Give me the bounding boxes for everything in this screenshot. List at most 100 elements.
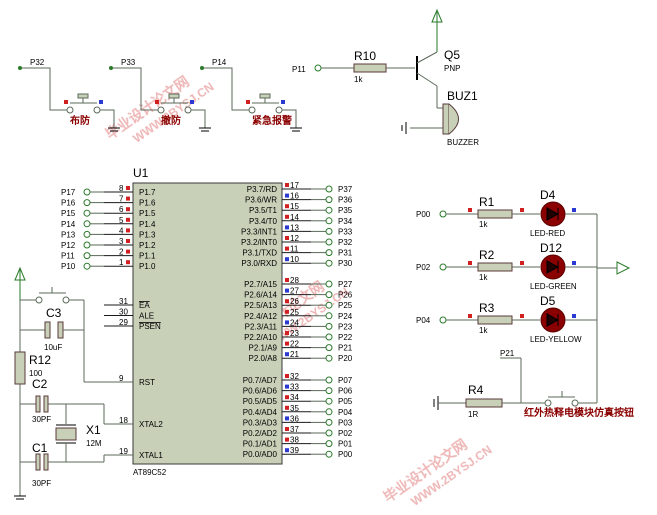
pin-state-marker	[126, 239, 130, 243]
net-wire	[100, 109, 115, 128]
sensor-labels: P21 R4 1R 红外热释电模块仿真按钮	[468, 349, 634, 419]
switch-cap	[77, 93, 89, 99]
chip-body	[132, 182, 283, 465]
pin-state-marker	[126, 217, 130, 222]
net-wire	[282, 109, 297, 128]
pin-state-marker	[468, 314, 472, 318]
resistor-r12	[14, 351, 26, 385]
net-label: P10	[61, 262, 76, 271]
resistor-value: 1k	[479, 273, 488, 282]
power-arrow-icon	[14, 266, 26, 281]
pin-name: P1.1	[139, 252, 156, 261]
pin-name: P1.6	[139, 199, 156, 208]
led-type: LED-GREEN	[530, 282, 577, 291]
net-label: P00	[338, 450, 353, 459]
pin-number: 38	[290, 436, 299, 445]
q5-type: PNP	[444, 64, 460, 73]
pin-state-marker	[520, 208, 524, 212]
pin-name: XTAL2	[139, 420, 163, 429]
net-label: P02	[338, 429, 353, 438]
pin-state-marker	[572, 314, 576, 318]
switch-cap	[168, 93, 180, 99]
junction-icon	[18, 66, 22, 70]
led-circuits: P00R11kD4LED-REDP02R21kD12LED-GREENP04R3…	[416, 188, 597, 344]
pin-state-marker	[285, 341, 289, 346]
pin-number: 12	[290, 234, 299, 243]
pin-name: P0.4/AD4	[243, 408, 278, 417]
pin-state-marker	[285, 278, 289, 282]
pin-state-marker	[468, 208, 472, 212]
pin-state-marker	[285, 193, 289, 198]
net-label: P33	[121, 58, 136, 67]
pin-state-marker	[126, 186, 130, 190]
net-wire	[202, 67, 250, 111]
led-type: LED-RED	[530, 229, 565, 238]
pin-state-marker	[285, 288, 289, 293]
net-label: P15	[61, 209, 76, 218]
terminal-icon	[325, 397, 333, 405]
pin-state-marker	[520, 314, 524, 318]
pin-state-marker	[285, 257, 289, 262]
pin-name: P3.3/INT1	[241, 227, 278, 236]
pin-state-marker	[285, 331, 289, 335]
terminal-icon	[83, 199, 91, 207]
net-label: P12	[61, 241, 76, 250]
switch-contact-icon	[66, 106, 74, 114]
led-type: LED-YELLOW	[530, 335, 582, 344]
switch-contact-icon	[157, 106, 165, 114]
pin-number: 15	[290, 202, 299, 211]
switch-contact-icon	[35, 296, 43, 304]
terminal-icon	[325, 249, 333, 257]
terminal-icon	[325, 185, 333, 193]
resistor-icon	[477, 262, 513, 272]
pin-name: P2.5/A13	[244, 301, 277, 310]
buz-type: BUZZER	[447, 138, 479, 147]
pin-state-marker	[285, 427, 289, 431]
pin-name: P3.2/INT0	[241, 238, 278, 247]
pin-number: 21	[290, 350, 299, 359]
pin-name: P0.6/AD6	[243, 387, 278, 396]
pin-number: 16	[290, 192, 299, 201]
switch-contact-icon	[184, 106, 192, 114]
led-ref: D5	[540, 294, 556, 308]
pin-state-marker	[285, 225, 289, 230]
watermark-3: 毕业设计论文网 WWW.2BYSJ.CN	[381, 436, 495, 509]
pin-number: 25	[290, 308, 299, 317]
net-label: P26	[338, 291, 353, 300]
led-ref: D4	[540, 188, 556, 202]
pin-name: P3.1/TXD	[242, 249, 277, 258]
pin-state-marker	[246, 100, 250, 104]
button-label: 紧急报警	[252, 114, 292, 127]
net-label: P03	[338, 418, 353, 427]
terminal-icon	[325, 217, 333, 225]
pin-name: P1.5	[139, 209, 156, 218]
buzzer-icon	[442, 103, 450, 135]
terminal-icon	[439, 316, 447, 324]
crystal-x1	[55, 427, 77, 441]
pin-state-marker	[285, 299, 289, 304]
pin-name: P2.4/A12	[244, 312, 277, 321]
pin-state-marker	[285, 448, 289, 453]
terminal-icon	[325, 322, 333, 330]
pin-number: 13	[290, 223, 299, 232]
net-label: P23	[338, 322, 353, 331]
pin-name: P0.1/AD1	[243, 440, 278, 449]
terminal-icon	[325, 291, 333, 299]
terminal-icon	[325, 259, 333, 267]
terminal-icon	[325, 312, 333, 320]
pin-name: PSEN	[139, 322, 161, 331]
resistor-ref: R2	[479, 248, 495, 262]
pin-state-marker	[99, 100, 103, 104]
terminal-icon	[325, 376, 333, 384]
reset-circuit	[14, 266, 133, 500]
net-label: P31	[338, 249, 353, 258]
terminal-icon	[83, 188, 91, 196]
pin-state-marker	[285, 246, 289, 251]
net-wire	[111, 67, 159, 111]
net-label: P35	[338, 206, 353, 215]
resistor-r4	[465, 398, 503, 408]
resistor-ref: R1	[479, 195, 495, 209]
terminal-icon	[325, 418, 333, 426]
